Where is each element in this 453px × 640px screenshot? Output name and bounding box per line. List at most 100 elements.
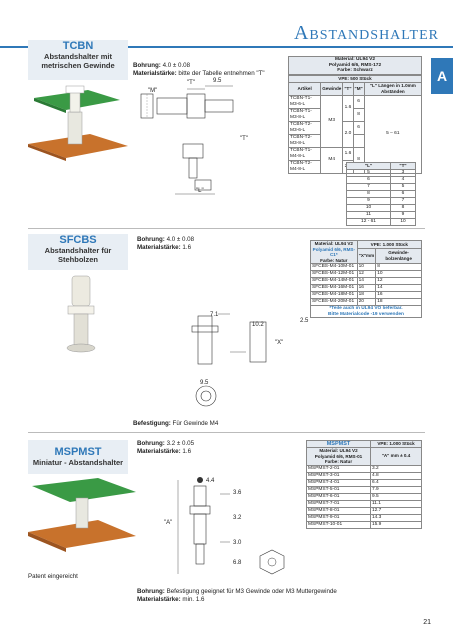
sfcbs-col-x: "X"mm [356,248,377,265]
tcbn-col-t: "T" [342,81,354,96]
mspmst-table-name: MSPMST [306,440,371,448]
tcbn-col-gewinde: Gewinde [320,81,344,96]
tcbn-bohrung-label: Bohrung: [133,62,161,69]
lt-col-l: "L" [345,162,392,170]
tcbn-mat-label: Materialstärke: [133,70,177,77]
tcbn-table-farbe: Farbe: Schwarz [337,68,373,74]
section-tab-a[interactable]: A [431,58,453,94]
mspmst-dim-36: 3.6 [233,490,242,496]
mspmst-mat-value: 1.6 [182,448,192,455]
table-row: TCBN-T2-M3-8-L [287,133,422,148]
mspmst-product-illustration [28,478,136,552]
sfcbs-note-1: *Teile auch in UL94 VO lieferbar. [329,306,403,312]
tcbn-dim-l: "L" [196,188,204,194]
sfcbs-dim-95: 9.5 [200,380,209,386]
tcbn-name: TCBN [62,40,94,52]
tcbn-col-m: "M" [352,81,365,96]
mspmst-subtitle: Miniatur - Abstandshalter [32,458,124,467]
sfcbs-dim-25: 2.5 [300,318,309,324]
mspmst-specs: Bohrung: 3.2 ± 0.05 Materialstärke: 1.6 [137,440,195,455]
mspmst-dim-32: 3.2 [233,515,242,521]
mspmst-dim-30: 3.0 [233,540,242,546]
mspmst-table-poly: Polyamid 6/6, RMS-01 [314,453,363,459]
tcbn-bohrung-value: 4.0 ± 0.08 [162,62,191,69]
sfcbs-title-box: SFCBS Abstandshalter für Stehbolzen [28,234,128,270]
sfcbs-table: Material: UL94 V2 Polyamid 6/6, RMS-C1* … [310,239,423,319]
section-divider [28,228,425,229]
tcbn-dim-t2: "T" [240,136,248,142]
tcbn-specs: Bohrung: 4.0 ± 0.08 Materialstärke: bitt… [133,62,283,78]
tcbn-table-material: Material: UL94 V2 [335,57,375,62]
mspmst-table-material: Material: UL94 V2 [319,448,358,453]
mspmst-befestigung-value: Befestigung geeignet für M3 Gewinde oder… [166,588,337,595]
mspmst-dim-68: 6.8 [233,560,242,566]
header-rule [0,46,453,48]
mspmst-table-vpe: VPE: 1.000 Stück [369,440,423,448]
tcbn-dim-t: "T" [187,80,195,86]
tcbn-dim-95: 9.5 [213,78,222,84]
mspmst-title-box: MSPMST Miniatur - Abstandshalter [28,440,128,474]
mspmst-technical-drawing [177,477,285,575]
sfcbs-specs: Bohrung: 4.0 ± 0.08 Materialstärke: 1.6 [137,236,195,251]
sfcbs-table-farbe: Farbe: Natur [320,257,348,263]
sfcbs-note-2: Bitte Materialcode -19 verwenden [328,311,404,317]
section-divider [28,432,425,433]
sfcbs-product-illustration [66,275,96,353]
mspmst-dim-44: 4.4 [206,478,215,484]
tcbn-subtitle: Abstandshalter mit metrischen Gewinde [41,52,115,70]
tcbn-table: Material: UL94 V2 Polyamid 6/6, RMS-172 … [287,56,423,174]
mspmst-mat2-value: min. 1.6 [182,596,205,603]
sfcbs-technical-drawing [191,313,267,407]
sfcbs-subtitle: Abstandshalter für Stehbolzen [44,246,112,264]
tcbn-dim-m: "M" [148,88,158,94]
lt-col-t: "T" [390,162,416,170]
sfcbs-col-gewinde: Gewinde-bolzenlänge [375,248,422,265]
sfcbs-dim-x: "X" [275,340,284,346]
sfcbs-table-poly: Polyamid 6/6, RMS-C1* [312,246,356,258]
sfcbs-befestigung: Befestigung: Für Gewinde M4 [133,420,219,427]
tcbn-mat-value: bitte der Tabelle entnehmen "T" [178,70,265,77]
tcbn-technical-drawing [140,85,234,195]
mspmst-bohrung-value: 3.2 ± 0.05 [166,440,195,447]
sfcbs-mat-value: 1.6 [182,244,192,251]
mspmst-patent: Patent eingereicht [28,573,78,580]
sfcbs-bohrung-value: 4.0 ± 0.08 [166,236,195,243]
sfcbs-name: SFCBS [59,234,97,246]
sfcbs-befestigung-value: Für Gewinde M4 [172,420,219,427]
sfcbs-dim-102: 10.2 [252,322,264,328]
page-title: Abstandshalter [293,22,439,44]
mspmst-table-farbe: Farbe: Natur [324,459,353,465]
sfcbs-table-vpe: VPE: 1.000 Stück [356,239,423,250]
tcbn-table-poly: Polyamid 6/6, RMS-172 [328,62,382,68]
tcbn-product-illustration [28,85,128,161]
tcbn-col-artikel: Artikel [287,81,322,96]
mspmst-befestigung: Bohrung: Befestigung geeignet für M3 Gew… [137,588,337,603]
mspmst-dim-a: "A" [164,520,173,526]
sfcbs-dim-71: 7.1 [210,312,219,318]
